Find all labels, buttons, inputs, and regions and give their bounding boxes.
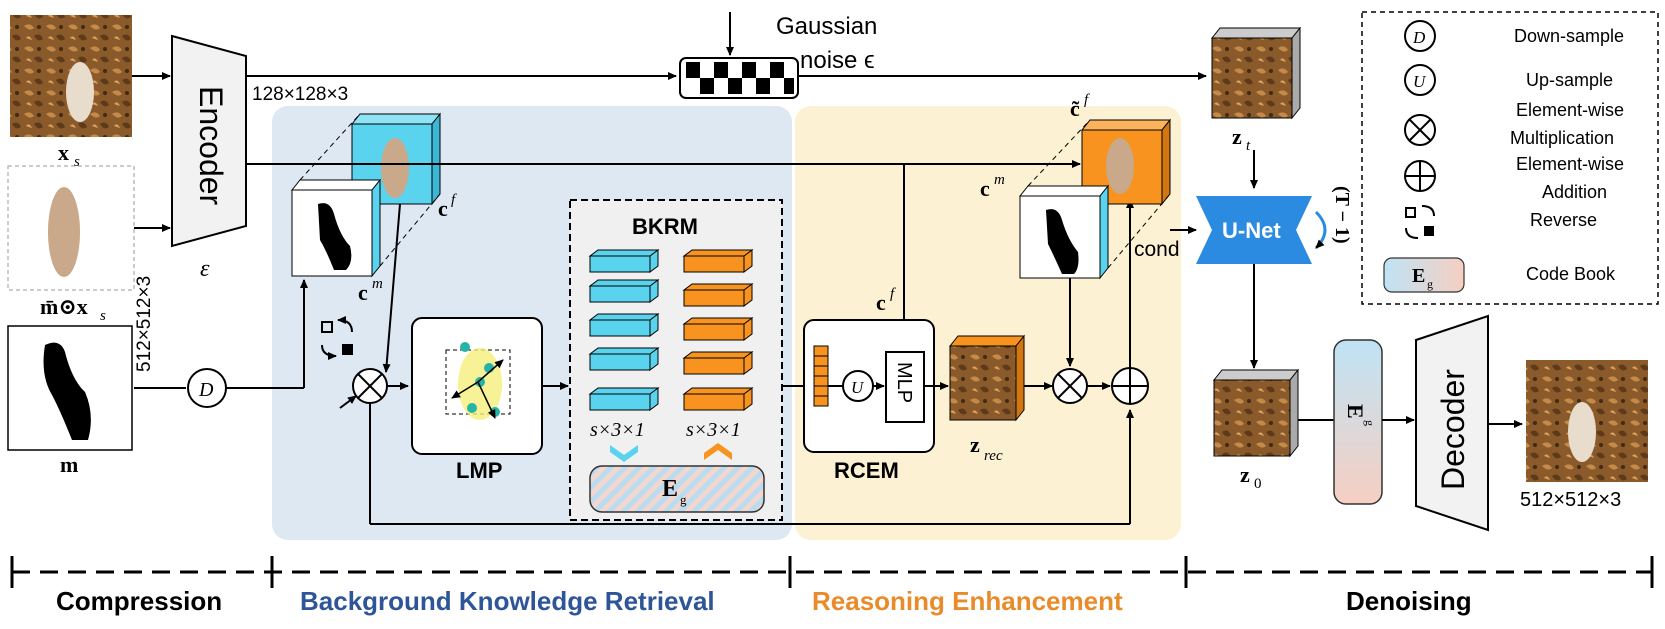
svg-text:U: U [851, 378, 865, 397]
legend-eg-main: E [1412, 265, 1425, 287]
zrec-cube [948, 334, 1026, 422]
legend-downsample: Down-sample [1514, 26, 1624, 46]
zt-cube [1210, 26, 1302, 120]
masked-sub: s [100, 308, 106, 324]
encoder-label: Encoder [193, 86, 229, 206]
svg-text:U: U [1413, 72, 1427, 91]
legend-box [1361, 11, 1659, 305]
stage-compression: Compression [56, 586, 222, 616]
rcem-label: RCEM [834, 458, 899, 483]
dim-512-label: 512×512×3 [134, 276, 155, 372]
checker-pattern [686, 62, 794, 94]
cf-mid-label: c [876, 290, 886, 315]
stage-denoising: Denoising [1346, 586, 1472, 616]
dim-128-label: 128×128×3 [252, 84, 348, 105]
cond-label: cond [1134, 238, 1180, 261]
masked-cat [48, 187, 80, 277]
zt-label: z [1232, 124, 1242, 149]
legend-mult-2: Multiplication [1510, 128, 1614, 148]
rcem-stack [813, 345, 829, 407]
cat-figure [66, 62, 94, 122]
cm2-cube [1018, 184, 1110, 280]
mask-label: m [60, 452, 78, 477]
legend-reverse-icon [1405, 205, 1435, 239]
orange-memory-slabs [682, 249, 754, 411]
cm2-label: c [980, 176, 990, 201]
cm-cube [290, 178, 382, 278]
xs-label: x [58, 140, 69, 165]
loop-label: (T − 1) [1331, 186, 1353, 244]
cf-sup: f [451, 192, 457, 208]
mlp-block [885, 351, 925, 423]
reverse-icon [321, 316, 353, 360]
svg-text:D: D [198, 379, 214, 401]
legend-mult-1: Element-wise [1516, 100, 1624, 120]
unet-label: U-Net [1222, 218, 1281, 243]
decoder-label: Decoder [1435, 369, 1471, 490]
decoder-block [1415, 314, 1489, 532]
s-dim-left: s×3×1 [590, 419, 645, 441]
stage-retrieval: Background Knowledge Retrieval [300, 586, 715, 616]
ctilde-label: c̃ [1070, 96, 1080, 121]
legend-codebook: Code Book [1526, 264, 1616, 284]
z0-cube [1212, 368, 1300, 458]
z0-label: z [1240, 462, 1250, 487]
bkrm-label: BKRM [632, 214, 698, 239]
zt-sub: t [1246, 138, 1251, 154]
eg-main: E [662, 476, 678, 502]
stage-reasoning: Reasoning Enhancement [812, 586, 1123, 616]
cm-label: c [358, 280, 368, 305]
cyan-memory-slabs [588, 249, 660, 411]
output-dim-label: 512×512×3 [1520, 489, 1621, 511]
eg-vert-main: E [1343, 404, 1368, 419]
unet-block [1196, 196, 1312, 264]
cm2-sup: m [994, 172, 1005, 188]
cyan-chevron [610, 445, 638, 462]
svg-text:D: D [1412, 28, 1426, 47]
zrec-label: z [970, 432, 980, 457]
s-dim-right: s×3×1 [686, 419, 741, 441]
cm-sup: m [372, 276, 383, 292]
cf-label: c [438, 196, 448, 221]
encoder-symbol: ε [200, 256, 210, 282]
eg-sub: g [680, 492, 687, 507]
legend-upsample: Up-sample [1526, 70, 1613, 90]
mlp-label: MLP [893, 362, 915, 403]
zrec-sub: rec [984, 448, 1003, 464]
xs-sub: s [74, 154, 80, 170]
codebook-bar [589, 465, 765, 513]
mask-silhouette [43, 342, 91, 440]
eg-vert-sub: g [1363, 420, 1377, 426]
z0-sub: 0 [1254, 476, 1262, 492]
masked-label: m̄⊙x [40, 294, 88, 319]
legend-add-2: Addition [1542, 182, 1607, 202]
legend-reverse: Reverse [1530, 210, 1597, 230]
encoder-block [171, 34, 247, 248]
svg-text:g: g [1427, 277, 1433, 291]
legend-add-1: Element-wise [1516, 154, 1624, 174]
orange-chevron [704, 443, 732, 460]
codebook-vertical [1333, 339, 1383, 505]
noise-line2: noise ϵ [800, 47, 875, 74]
ctilde-sup: f [1084, 92, 1090, 108]
noise-line1: Gaussian [776, 13, 877, 40]
cf-mid-sup: f [890, 286, 896, 302]
lmp-label: LMP [456, 458, 502, 483]
